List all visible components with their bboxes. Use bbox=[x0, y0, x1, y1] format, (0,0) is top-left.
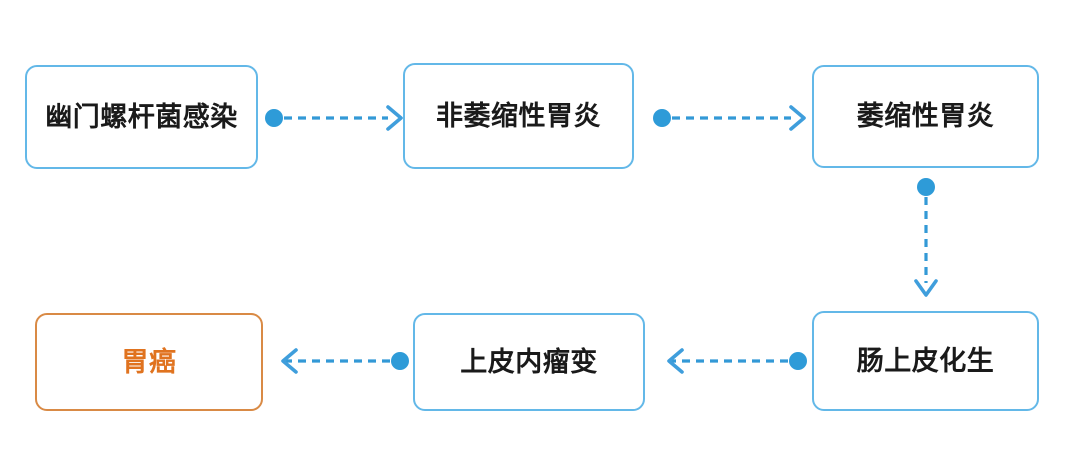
node-label: 幽门螺杆菌感染 bbox=[45, 101, 238, 132]
arrowhead-left-icon bbox=[667, 348, 684, 374]
edge-im-to-in bbox=[648, 343, 810, 379]
node-label: 萎缩性胃炎 bbox=[856, 101, 995, 131]
edge-ag-to-im bbox=[908, 175, 944, 303]
edge-source-dot bbox=[917, 178, 935, 196]
arrowhead-right-icon bbox=[789, 105, 806, 131]
arrowhead-right-icon bbox=[386, 105, 403, 131]
node-non-atrophic-gastritis[interactable]: 非萎缩性胃炎 bbox=[403, 63, 634, 169]
edge-source-dot bbox=[391, 352, 409, 370]
node-label: 上皮内瘤变 bbox=[460, 346, 598, 377]
edge-source-dot bbox=[789, 352, 807, 370]
edge-source-dot bbox=[653, 109, 671, 127]
node-gastric-cancer[interactable]: 胃癌 bbox=[35, 313, 263, 411]
node-label: 肠上皮化生 bbox=[856, 345, 995, 376]
node-label: 胃癌 bbox=[121, 346, 177, 377]
node-atrophic-gastritis[interactable]: 萎缩性胃炎 bbox=[812, 65, 1039, 168]
node-helicobacter-pylori-infection[interactable]: 幽门螺杆菌感染 bbox=[25, 65, 258, 169]
edge-nag-to-ag bbox=[650, 100, 810, 136]
edge-source-dot bbox=[265, 109, 283, 127]
node-label: 非萎缩性胃炎 bbox=[436, 100, 601, 131]
arrowhead-down-icon bbox=[914, 279, 938, 297]
edge-in-to-gc bbox=[266, 343, 412, 379]
arrowhead-left-icon bbox=[281, 348, 298, 374]
node-intraepithelial-neoplasia[interactable]: 上皮内瘤变 bbox=[413, 313, 645, 411]
node-intestinal-metaplasia[interactable]: 肠上皮化生 bbox=[812, 311, 1039, 411]
edge-hp-to-nag bbox=[262, 100, 407, 136]
